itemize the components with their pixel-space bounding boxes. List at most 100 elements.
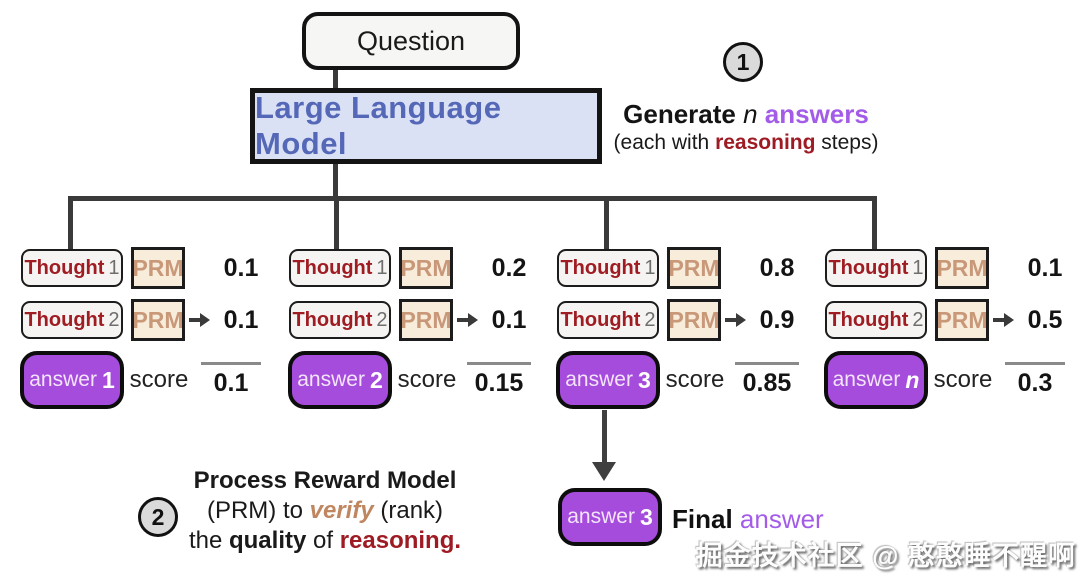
step-1-caption: Generate n answers (each with reasoning … [600, 99, 892, 155]
total-score: 0.15 [466, 362, 532, 398]
thought-number: 1 [108, 256, 120, 279]
total-score: 0.3 [1005, 362, 1065, 398]
final-answer-caption: Final answer [672, 504, 824, 535]
step-2-quality: quality [228, 527, 307, 554]
step-1-answers: answers [757, 99, 869, 129]
answer-label: answer [297, 368, 365, 391]
prm-box: PRM [667, 247, 721, 289]
answer-number: n [905, 366, 920, 393]
prm-score: 0.2 [491, 253, 527, 282]
total-score: 0.1 [201, 362, 261, 398]
arrow-right-icon [189, 313, 210, 327]
llm-node: Large Language Model [250, 88, 602, 164]
answer-label: answer [832, 368, 901, 391]
thought-label: Thought [828, 256, 909, 279]
total-score: 0.85 [734, 362, 800, 398]
step-2-reasoning: reasoning. [339, 527, 462, 554]
step-2-caption: Process Reward Model (PRM) to verify (ra… [172, 466, 478, 556]
score-caption: score [397, 366, 457, 393]
prm-box: PRM [399, 299, 453, 341]
prm-score: 0.1 [223, 253, 259, 282]
prm-box: PRM [935, 247, 989, 289]
thought-number: 2 [376, 308, 388, 331]
prm-score: 0.8 [759, 253, 795, 282]
step-2-of: of [306, 527, 340, 554]
thought-label: Thought [828, 308, 909, 331]
step-1-n: n [743, 99, 758, 129]
prm-score: 0.5 [1027, 305, 1063, 334]
prm-box: PRM [399, 247, 453, 289]
thought-label: Thought [24, 308, 105, 331]
prm-box: PRM [131, 247, 185, 289]
step-1-sub-pre: (each with [613, 131, 716, 154]
answer-number: 3 [639, 503, 653, 530]
step-1-generate: Generate [623, 99, 744, 129]
thought-number: 1 [644, 256, 656, 279]
answer-number: 3 [637, 366, 651, 393]
answer-word: answer [732, 504, 824, 534]
step-2-line-2: (PRM) to verify (rank) [172, 496, 478, 526]
prm-score: 0.1 [1027, 253, 1063, 282]
arrow-right-icon [457, 313, 478, 327]
step-2-line-3: the quality of reasoning. [172, 526, 478, 556]
thought-number: 2 [644, 308, 656, 331]
prm-score: 0.1 [491, 305, 527, 334]
arrow-down-icon [592, 462, 616, 481]
prm-score: 0.9 [759, 305, 795, 334]
score-caption: score [129, 366, 189, 393]
thought-label: Thought [560, 308, 641, 331]
step-1-reasoning: reasoning [715, 131, 816, 154]
prm-score: 0.1 [223, 305, 259, 334]
step-2-verify: verify [309, 497, 374, 524]
thought-number: 2 [912, 308, 924, 331]
step-1-badge: 1 [723, 42, 763, 82]
connector-branch-horizontal [68, 196, 877, 201]
thought-label: Thought [560, 256, 641, 279]
score-caption: score [665, 366, 725, 393]
thought-number: 2 [108, 308, 120, 331]
step-1-title: Generate n answers [600, 99, 892, 130]
answer-number: 1 [101, 366, 115, 393]
prm-box: PRM [935, 299, 989, 341]
connector-drop-1 [68, 196, 73, 252]
arrow-right-icon [725, 313, 746, 327]
step-2-prm-to: (PRM) to [206, 497, 310, 524]
final-word: Final [672, 504, 733, 534]
step-1-sub-post: steps) [815, 131, 879, 154]
step-1-subtitle: (each with reasoning steps) [600, 130, 892, 155]
score-caption: score [933, 366, 993, 393]
watermark: 掘金技术社区 @ 憨憨睡不醒啊 [695, 541, 1076, 571]
question-node: Question [302, 12, 520, 70]
thought-label: Thought [292, 308, 373, 331]
step-2-line-1: Process Reward Model [193, 467, 457, 494]
step-2-rank: (rank) [373, 497, 444, 524]
prm-box: PRM [131, 299, 185, 341]
answer-number: 2 [369, 366, 383, 393]
